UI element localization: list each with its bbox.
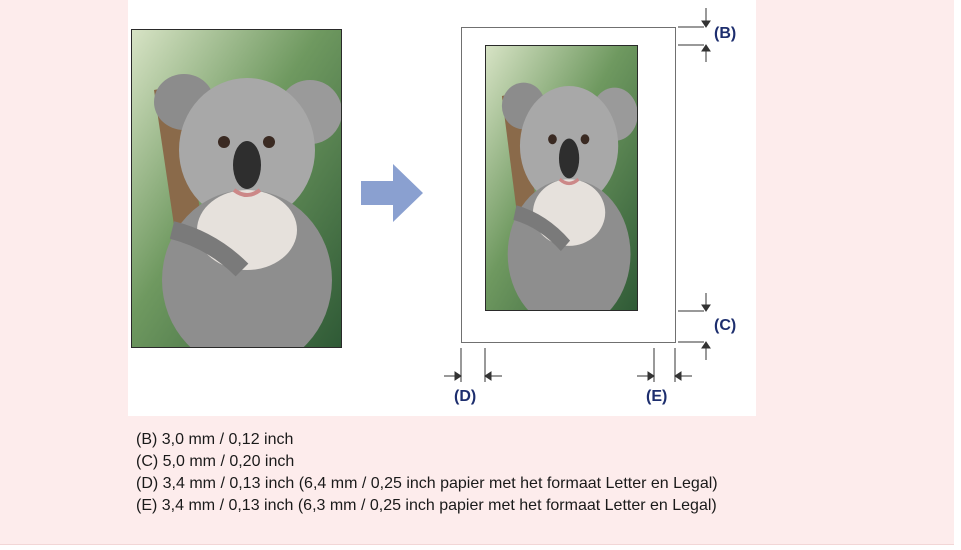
margin-label-c: (C): [714, 317, 737, 334]
spec-e: (E) 3,4 mm / 0,13 inch (6,3 mm / 0,25 in…: [136, 497, 717, 514]
koala-photo-original: [131, 29, 342, 348]
right-arrow-icon: [361, 164, 423, 222]
spec-d: (D) 3,4 mm / 0,13 inch (6,4 mm / 0,25 in…: [136, 475, 718, 492]
margin-label-b: (B): [714, 25, 737, 42]
margin-label-d: (D): [454, 388, 477, 405]
koala-image: [486, 46, 637, 310]
spec-c: (C) 5,0 mm / 0,20 inch: [136, 453, 295, 470]
koala-photo-printed: [485, 45, 638, 311]
margin-figure: (B) (C) (D) (E): [128, 0, 756, 416]
koala-image: [132, 30, 341, 347]
spec-b: (B) 3,0 mm / 0,12 inch: [136, 431, 294, 448]
margin-label-e: (E): [646, 388, 668, 405]
margin-spec-list: (B) 3,0 mm / 0,12 inch (C) 5,0 mm / 0,20…: [136, 429, 718, 517]
